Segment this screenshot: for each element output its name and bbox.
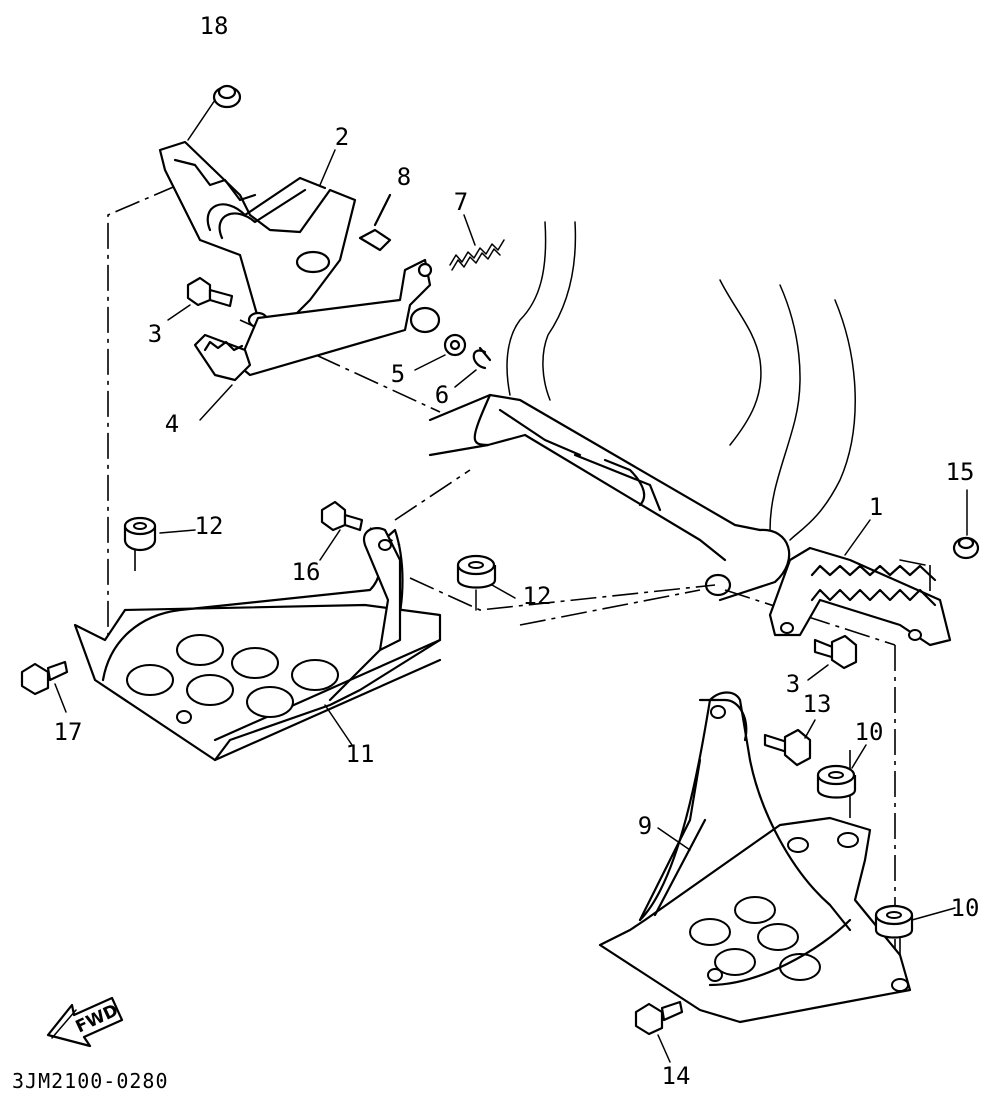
part-16-bolt — [320, 500, 364, 532]
part-18-nut — [187, 84, 242, 141]
callout-12: 12 — [195, 512, 224, 540]
fwd-arrow: FWD — [46, 996, 124, 1048]
part-3-bolt-right — [813, 634, 858, 670]
callout-13: 13 — [803, 690, 832, 718]
drawing-code: 3JM2100-0280 — [12, 1069, 169, 1093]
part-12-grommet-left — [123, 516, 157, 552]
frame-outline — [428, 221, 856, 602]
callout-4: 4 — [165, 410, 179, 438]
part-3-bolt-upper — [167, 276, 234, 321]
part-9-right-guard — [598, 691, 912, 1024]
part-7-spring — [449, 239, 505, 271]
part-8-pin — [358, 193, 392, 252]
callout-3: 3 — [148, 320, 162, 348]
callout-5: 5 — [391, 360, 405, 388]
callout-2: 2 — [335, 123, 349, 151]
callout-3: 3 — [786, 670, 800, 698]
part-5-washer — [414, 333, 467, 371]
callout-10: 10 — [855, 718, 884, 746]
leader-lines — [159, 149, 968, 1063]
part-12-grommet-center — [456, 554, 497, 611]
callout-9: 9 — [638, 812, 652, 840]
part-10-grommet-lower — [874, 904, 914, 939]
callout-14: 14 — [662, 1062, 691, 1090]
callout-18: 18 — [200, 12, 229, 40]
part-13-bolt — [763, 728, 812, 767]
callout-16: 16 — [292, 558, 321, 586]
part-1-right-footrest — [768, 546, 952, 647]
callout-1: 1 — [869, 493, 883, 521]
part-17-bolt — [20, 660, 69, 713]
part-11-left-guard — [73, 527, 442, 762]
callout-11: 11 — [346, 740, 375, 768]
callout-7: 7 — [454, 188, 468, 216]
part-6-clip — [454, 346, 492, 388]
part-14-bolt — [634, 1000, 684, 1036]
part-15-nut — [952, 536, 980, 560]
part-4-brake-pedal — [193, 258, 441, 382]
callout-12: 12 — [523, 582, 552, 610]
callout-17: 17 — [54, 718, 83, 746]
callout-10: 10 — [951, 894, 980, 922]
callout-labels: 18 2 8 7 3 5 6 4 12 16 12 1 15 3 13 10 1… — [54, 12, 980, 1090]
callout-8: 8 — [397, 163, 411, 191]
part-10-grommet-upper — [816, 764, 857, 799]
callout-6: 6 — [435, 381, 449, 409]
callout-15: 15 — [946, 458, 975, 486]
